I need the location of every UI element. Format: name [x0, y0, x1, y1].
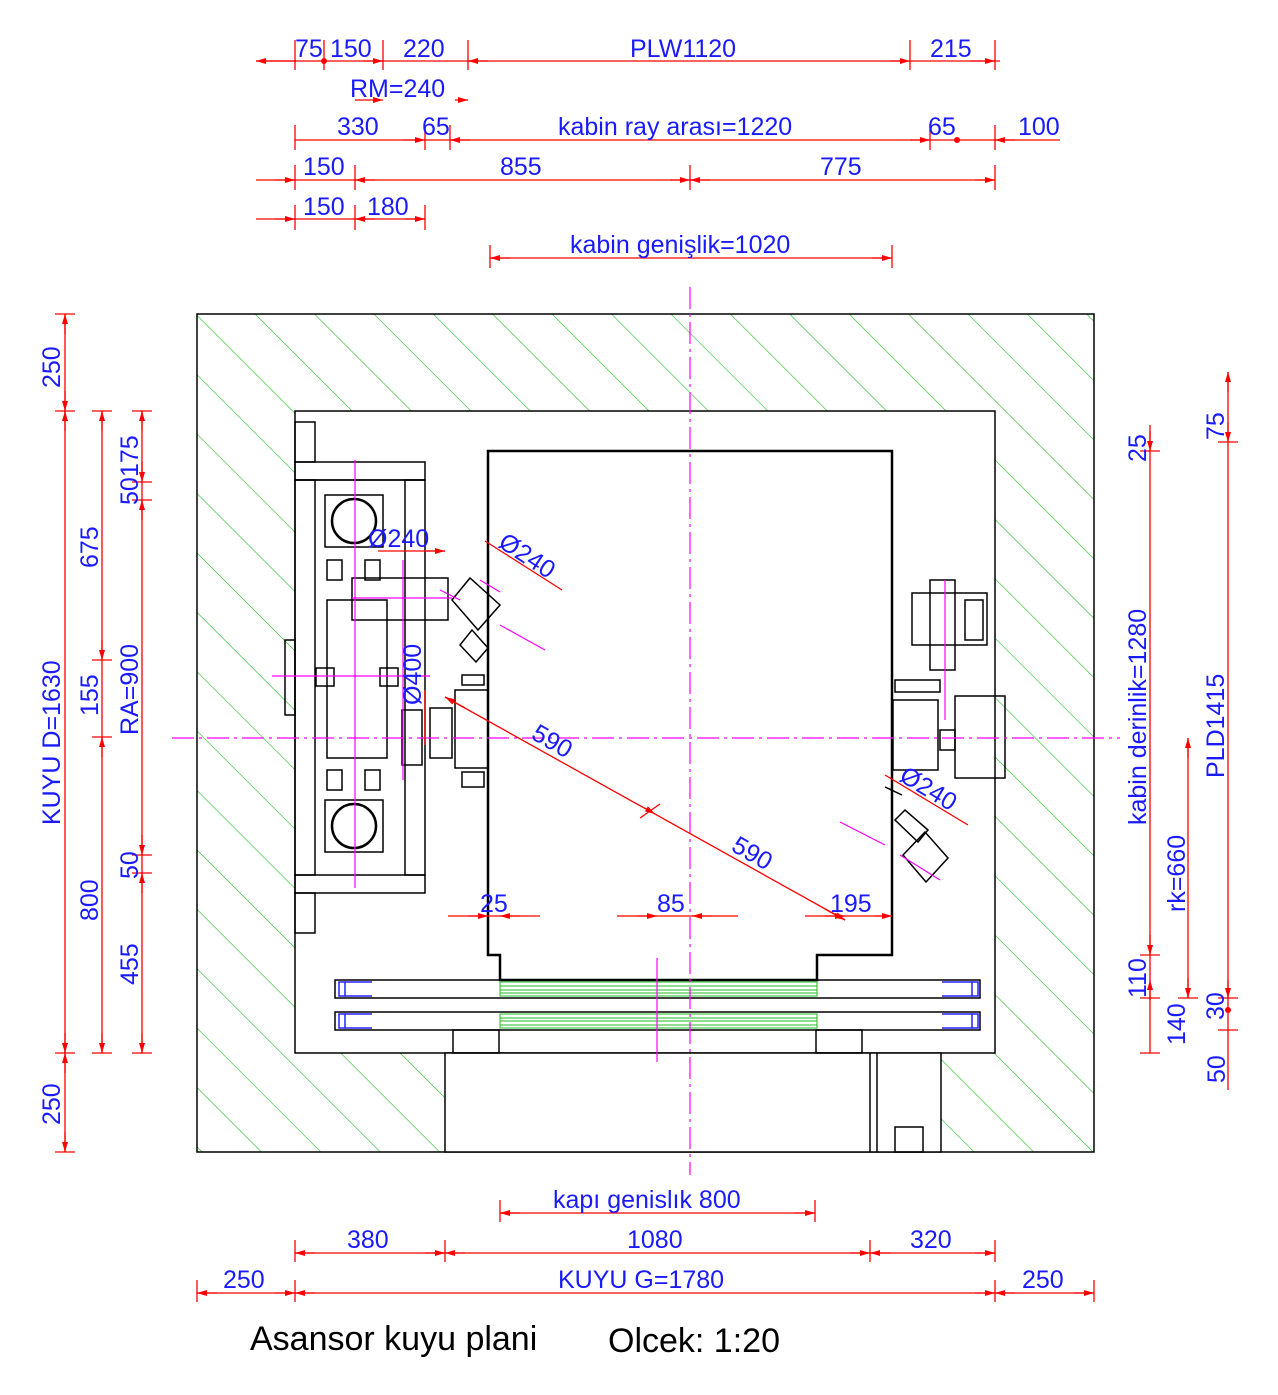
door-sills — [334, 958, 981, 1062]
dim-bottom-1080: 1080 — [627, 1226, 683, 1254]
dim-cabin-depth: kabin derinlik=1280 — [1124, 609, 1152, 825]
dim-right-75: 75 — [1202, 412, 1230, 440]
dim-right-140: 140 — [1163, 1003, 1191, 1045]
dim-top-100: 100 — [1018, 113, 1060, 141]
dim-left-250a: 250 — [38, 346, 66, 388]
dim-inner-25: 25 — [480, 890, 508, 918]
dim-left-675: 675 — [76, 526, 104, 568]
center-axes — [172, 287, 1120, 1175]
dim-rm: RM=240 — [350, 75, 445, 103]
dim-left-50a: 50 — [116, 477, 144, 505]
dim-inner-195: 195 — [830, 890, 872, 918]
dim-dia-240b: Ø240 — [494, 528, 561, 585]
dim-left-250b: 250 — [38, 1083, 66, 1125]
dim-top-plw: PLW1120 — [630, 35, 736, 63]
dim-right-30: 30 — [1202, 992, 1230, 1020]
dim-bottom-250b: 250 — [1022, 1266, 1064, 1294]
dim-diag-590a: 590 — [527, 719, 577, 764]
dim-cabin-width: kabin genişlik=1020 — [570, 231, 790, 259]
dim-left-155: 155 — [76, 674, 104, 716]
dim-dia-400: Ø400 — [399, 644, 427, 705]
drawing-title: Asansor kuyu plani — [250, 1320, 537, 1358]
dim-left-50b: 50 — [116, 851, 144, 879]
dim-top-75: 75 — [295, 35, 323, 63]
dim-bottom-380: 380 — [347, 1226, 389, 1254]
dim-rk: rk=660 — [1163, 835, 1191, 912]
dim-left-455: 455 — [116, 943, 144, 985]
left-dimensions: 250 KUYU D=1630 250 675 155 800 175 50 R… — [38, 313, 152, 1153]
drawing-scale: Olcek: 1:20 — [608, 1322, 780, 1360]
dim-top-150b: 150 — [303, 153, 345, 181]
inner-dimensions: Ø240 Ø240 Ø400 Ø240 590 590 25 85 195 — [368, 525, 969, 921]
dim-top-220: 220 — [403, 35, 445, 63]
dim-dia-240a: Ø240 — [368, 525, 429, 553]
dim-left-175: 175 — [116, 435, 144, 477]
dim-top-150a: 150 — [330, 35, 372, 63]
dim-inner-85: 85 — [657, 890, 685, 918]
right-machinery — [839, 579, 1006, 884]
dim-diag-590b: 590 — [727, 831, 777, 876]
dim-shaft-depth: KUYU D=1630 — [38, 660, 66, 825]
dim-top-855: 855 — [500, 153, 542, 181]
dim-top-775: 775 — [820, 153, 862, 181]
dim-top-330: 330 — [337, 113, 379, 141]
dim-right-110: 110 — [1124, 958, 1152, 998]
dim-right-50: 50 — [1203, 1055, 1231, 1083]
left-machinery — [272, 421, 546, 934]
dim-pld: PLD1415 — [1202, 674, 1230, 778]
dim-top-150c: 150 — [303, 193, 345, 221]
dim-shaft-width: KUYU G=1780 — [558, 1266, 724, 1294]
dim-bottom-320: 320 — [910, 1226, 952, 1254]
dim-top-180: 180 — [367, 193, 409, 221]
dim-rail-gap: kabin ray arası=1220 — [558, 113, 792, 141]
bottom-dimensions: kapı genislık 800 380 1080 320 250 KUYU … — [196, 1186, 1095, 1302]
right-dimensions: 25 kabin derinlik=1280 110 140 50 75 PLD… — [1124, 372, 1238, 1090]
dim-top-215: 215 — [930, 35, 972, 63]
shaft-wall — [196, 313, 1095, 1153]
top-dimensions: 75 150 220 PLW1120 215 RM=240 330 65 kab… — [256, 35, 1060, 268]
dim-ra: RA=900 — [116, 644, 144, 735]
dim-bottom-250a: 250 — [223, 1266, 265, 1294]
dim-door-width: kapı genislık 800 — [553, 1186, 741, 1214]
dim-left-800: 800 — [76, 879, 104, 921]
dim-top-65b: 65 — [928, 113, 956, 141]
dim-top-65a: 65 — [422, 113, 450, 141]
dim-right-25: 25 — [1124, 434, 1152, 462]
